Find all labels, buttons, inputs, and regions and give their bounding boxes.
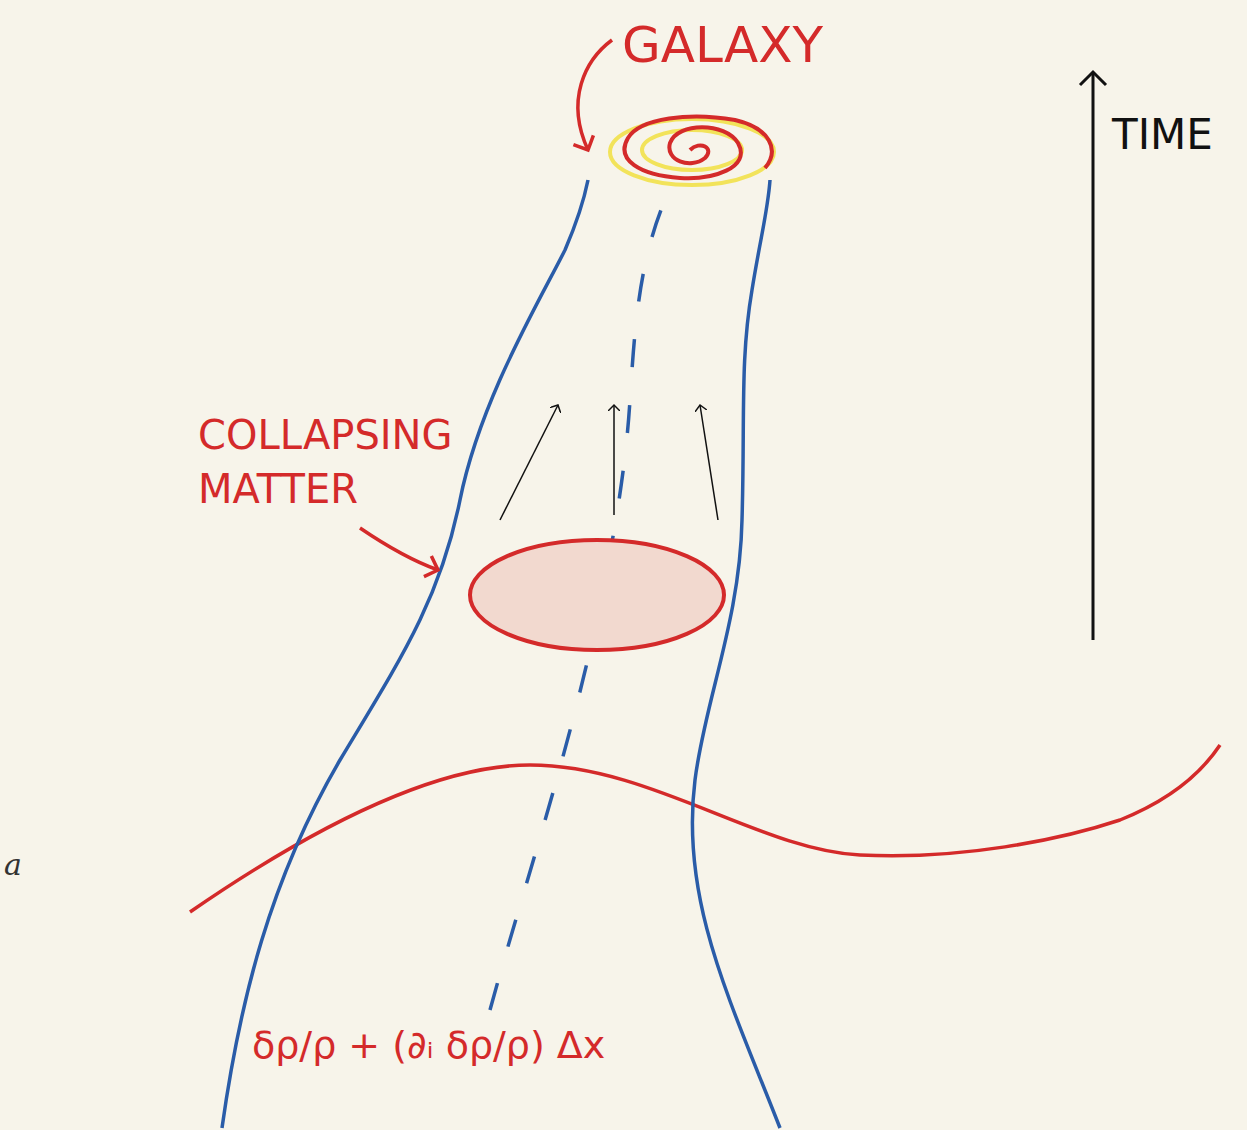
time-label: TIME xyxy=(1112,112,1213,158)
collapse-arrow xyxy=(500,405,558,520)
worldtube-left xyxy=(222,180,588,1128)
collapsing-region xyxy=(470,540,724,650)
time-axis xyxy=(1092,72,1095,640)
collapsing-label: COLLAPSING MATTER xyxy=(198,408,448,516)
cut-label: a xyxy=(4,848,22,881)
collapse-arrow xyxy=(613,405,615,515)
density-wave xyxy=(190,745,1220,912)
worldtube-right xyxy=(692,180,780,1128)
galaxy-label: GALAXY xyxy=(622,18,823,73)
perturbation-formula: δρ/ρ + (∂ᵢ δρ/ρ) Δx xyxy=(252,1025,605,1067)
collapse-arrow xyxy=(700,405,718,520)
galaxy-pointer xyxy=(578,40,612,150)
galaxy-spiral xyxy=(625,117,772,179)
matter-pointer xyxy=(360,528,438,570)
